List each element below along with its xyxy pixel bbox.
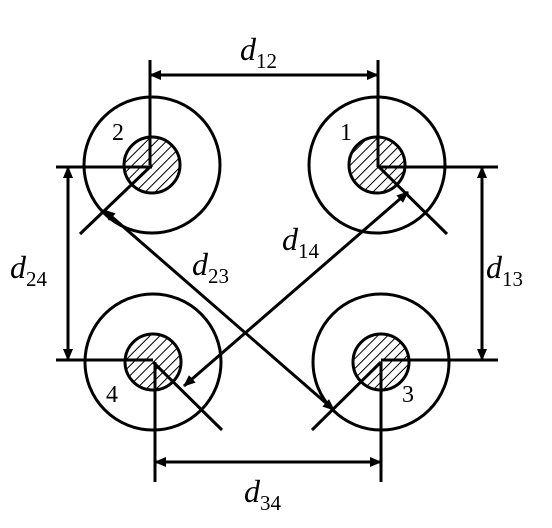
conductor-2-label: 2 bbox=[112, 120, 124, 146]
dimension-arrows bbox=[63, 70, 487, 467]
arrow-d14 bbox=[183, 190, 409, 388]
label-d34: d34 bbox=[244, 473, 282, 515]
label-d24: d24 bbox=[10, 249, 48, 291]
conductor-1-label: 1 bbox=[340, 120, 352, 146]
conductor-3-label: 3 bbox=[402, 382, 414, 408]
dimension-labels: d12 d13 d14 d23 d24 d34 bbox=[10, 31, 523, 515]
label-d13: d13 bbox=[486, 249, 523, 291]
label-d12: d12 bbox=[240, 31, 277, 73]
conductor-4-label: 4 bbox=[106, 382, 118, 408]
label-d23: d23 bbox=[192, 246, 229, 288]
label-d14: d14 bbox=[282, 221, 320, 263]
